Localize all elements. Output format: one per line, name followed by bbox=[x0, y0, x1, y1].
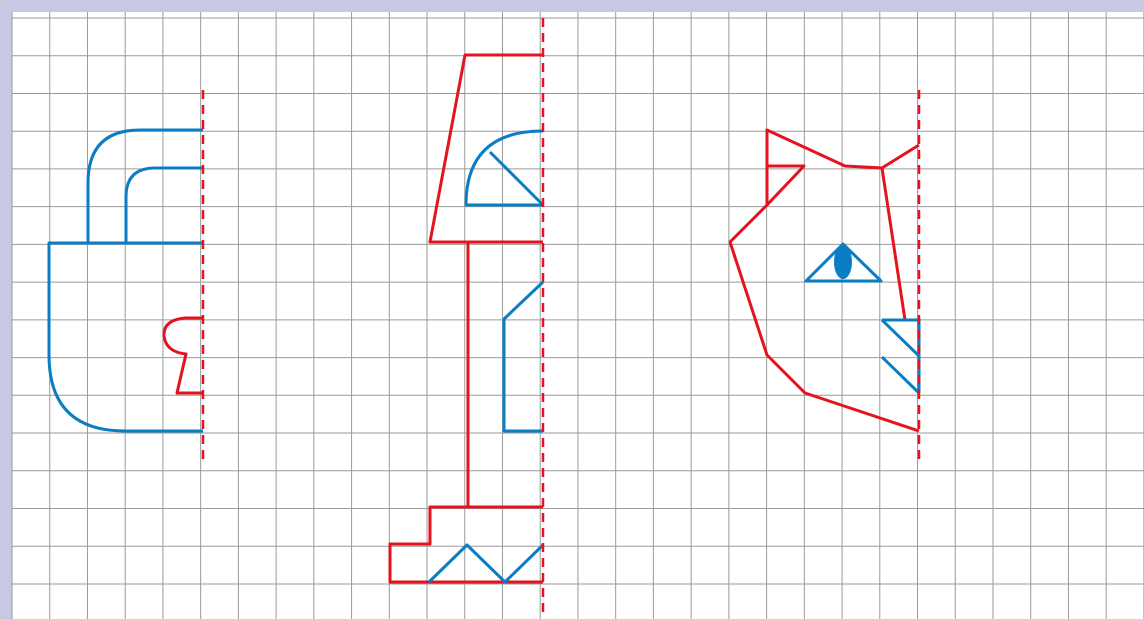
left-frame-border bbox=[0, 0, 12, 619]
padlock-body bbox=[49, 243, 203, 431]
padlock-keyhole bbox=[164, 318, 203, 393]
cat-eye-pupil bbox=[834, 245, 852, 279]
lamp-shade-diagonal bbox=[490, 152, 543, 205]
padlock-shackle-outer bbox=[88, 130, 203, 243]
cat-figure bbox=[730, 90, 919, 465]
square-grid bbox=[12, 12, 1144, 619]
cat-whisker-marks bbox=[882, 318, 919, 393]
lamp-base-zigzag bbox=[429, 545, 543, 582]
lamp-figure bbox=[390, 18, 543, 615]
padlock-shackle-inner bbox=[126, 168, 203, 243]
padlock-figure bbox=[49, 90, 203, 465]
top-frame-border bbox=[0, 0, 1144, 12]
lamp-stem-panel bbox=[504, 282, 543, 431]
cat-ear-inner bbox=[767, 166, 804, 205]
